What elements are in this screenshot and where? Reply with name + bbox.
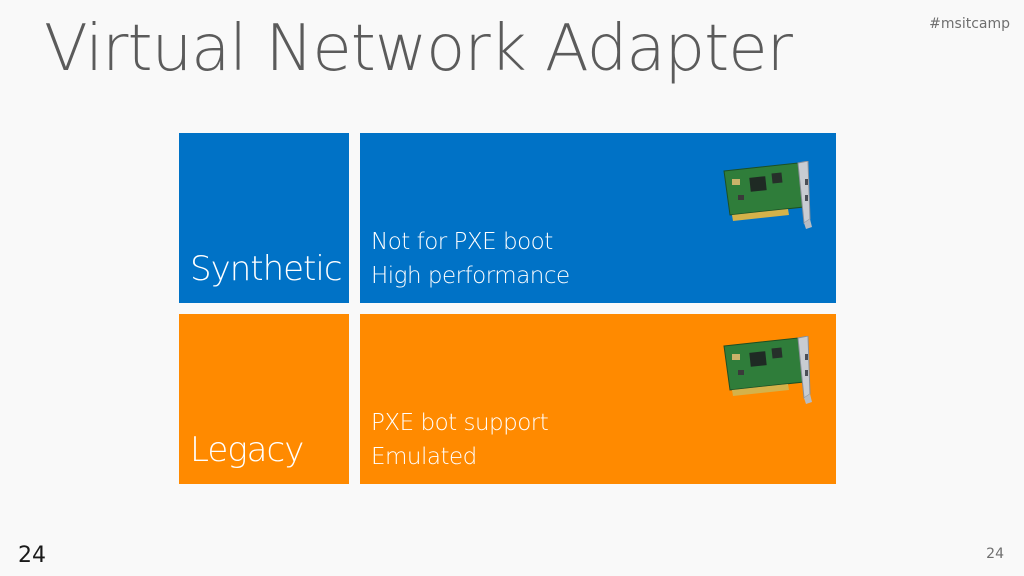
synthetic-description: Not for PXE boot High performance xyxy=(371,225,570,293)
legacy-description: PXE bot support Emulated xyxy=(371,406,549,474)
synthetic-detail-tile: Not for PXE boot High performance xyxy=(360,133,836,303)
hashtag: #msitcamp xyxy=(929,16,1010,32)
synthetic-line-2: High performance xyxy=(371,263,570,289)
legacy-line-1: PXE bot support xyxy=(371,410,549,436)
page-number-right: 24 xyxy=(986,546,1004,562)
synthetic-line-1: Not for PXE boot xyxy=(371,229,553,255)
network-card-icon xyxy=(723,161,812,229)
network-card-icon xyxy=(723,336,812,404)
synthetic-label-tile: Synthetic xyxy=(179,133,349,303)
legacy-line-2: Emulated xyxy=(371,444,477,470)
legacy-label-tile: Legacy xyxy=(179,314,349,484)
legacy-detail-tile: PXE bot support Emulated xyxy=(360,314,836,484)
synthetic-label: Synthetic xyxy=(190,249,343,289)
page-number-left: 24 xyxy=(18,543,46,568)
legacy-label: Legacy xyxy=(190,430,304,470)
slide-title: Virtual Network Adapter xyxy=(44,12,793,86)
